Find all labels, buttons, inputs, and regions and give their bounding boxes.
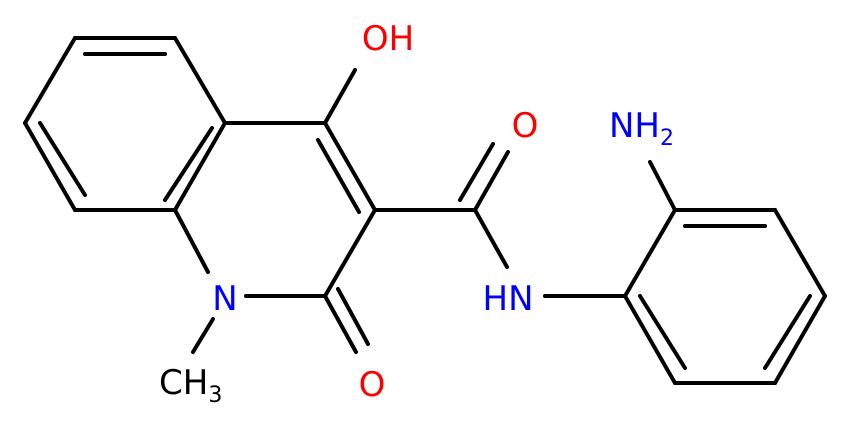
bond xyxy=(323,121,377,212)
bond xyxy=(336,287,370,346)
bond xyxy=(473,208,509,269)
bond xyxy=(23,36,77,125)
bond xyxy=(323,294,358,354)
bond xyxy=(763,294,812,370)
bond xyxy=(623,294,677,385)
methyl-label: CH3 xyxy=(159,363,222,408)
ring-oxygen-label: O xyxy=(359,365,386,405)
bond xyxy=(323,208,377,298)
bond xyxy=(323,68,357,125)
bond xyxy=(173,208,210,274)
bond xyxy=(173,36,227,125)
bond xyxy=(773,208,827,298)
amide-nitrogen-label: HN xyxy=(483,279,534,319)
bond xyxy=(163,126,214,202)
bond xyxy=(38,121,87,197)
amide-oxygen-label: O xyxy=(512,106,539,146)
bond-lines xyxy=(23,36,827,385)
bond xyxy=(638,294,687,370)
bond xyxy=(473,150,510,212)
bond xyxy=(648,160,677,212)
bond xyxy=(23,121,77,212)
atom-labels: OH O O HN N NH2 CH3 xyxy=(159,19,674,408)
bond xyxy=(316,138,361,214)
bond xyxy=(623,208,677,298)
amine-label: NH2 xyxy=(609,106,674,151)
hydroxyl-label: OH xyxy=(362,19,414,59)
ring-nitrogen-label: N xyxy=(212,279,237,319)
bond xyxy=(173,121,227,212)
bond xyxy=(191,317,215,354)
bond xyxy=(773,294,827,385)
bond xyxy=(458,142,495,202)
